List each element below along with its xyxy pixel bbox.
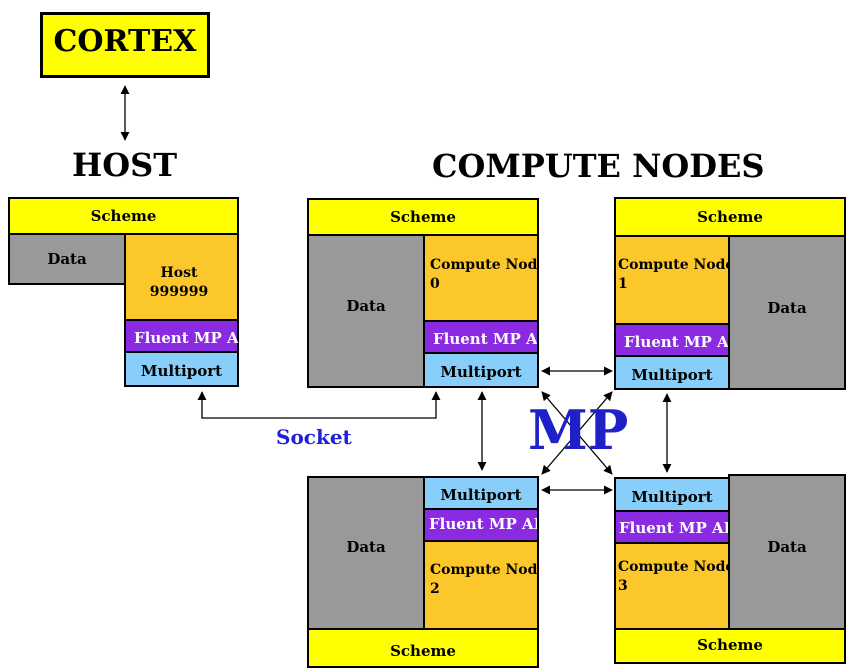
node0-data — [307, 234, 425, 388]
node1-api-label: Fluent MP API — [624, 333, 728, 351]
node0-api-label: Fluent MP API — [433, 330, 537, 348]
host-scheme-label: Scheme — [90, 207, 157, 225]
host-data-label: Data — [47, 250, 87, 268]
node3-data — [728, 474, 846, 630]
socket-connector — [197, 391, 441, 419]
mp-label: MP — [528, 398, 629, 462]
node2-scheme — [307, 628, 539, 668]
cortex-box — [40, 12, 210, 78]
node3-data-label: Data — [767, 538, 807, 556]
node1-data-label: Data — [767, 299, 807, 317]
node0-id: 0 — [430, 276, 440, 292]
node0-scheme-label: Scheme — [390, 208, 456, 226]
node0-multiport — [423, 352, 539, 388]
node1-name: Compute Node — [618, 257, 728, 273]
node2-core — [423, 540, 539, 630]
node2-scheme-label: Scheme — [390, 642, 456, 660]
node3-api — [614, 510, 730, 544]
node0-api — [423, 320, 539, 354]
host-multiport — [124, 351, 239, 387]
node1-scheme — [614, 197, 846, 237]
node3-api-label: Fluent MP API — [619, 519, 728, 537]
host-api-label: Fluent MP API — [134, 329, 238, 347]
node3-scheme-label: Scheme — [697, 636, 763, 654]
node1-id: 1 — [618, 276, 628, 292]
host-id: 999999 — [149, 284, 209, 300]
node2-name: Compute Node — [430, 562, 537, 578]
node1-core — [614, 235, 730, 325]
node3-multiport-label: Multiport — [631, 488, 713, 506]
node3-scheme — [614, 628, 846, 664]
socket-label: Socket — [276, 425, 352, 449]
node1-data — [728, 235, 846, 390]
node1-scheme-label: Scheme — [697, 208, 763, 226]
host-multiport-label: Multiport — [140, 362, 223, 380]
host-api — [124, 319, 239, 353]
node0-name: Compute Node — [430, 257, 537, 273]
node1-multiport-label: Multiport — [631, 366, 713, 384]
node1-multiport — [614, 355, 730, 390]
node2-api-label: Fluent MP API — [429, 515, 537, 533]
node3-name: Compute Node — [618, 559, 728, 575]
compute-nodes-heading: COMPUTE NODES — [432, 147, 765, 185]
host-name: Host — [160, 265, 198, 281]
node1-node2-arrow — [541, 391, 613, 475]
node2-data-label: Data — [346, 538, 386, 556]
node0-core — [423, 234, 539, 322]
node2-multiport-label: Multiport — [440, 486, 522, 504]
node0-data-label: Data — [346, 297, 386, 315]
node0-multiport-label: Multiport — [440, 363, 522, 381]
cortex-label: CORTEX — [53, 24, 197, 59]
node3-core — [614, 542, 730, 630]
host-heading: HOST — [72, 146, 178, 184]
node2-id: 2 — [430, 581, 440, 597]
node3-id: 3 — [618, 578, 628, 594]
